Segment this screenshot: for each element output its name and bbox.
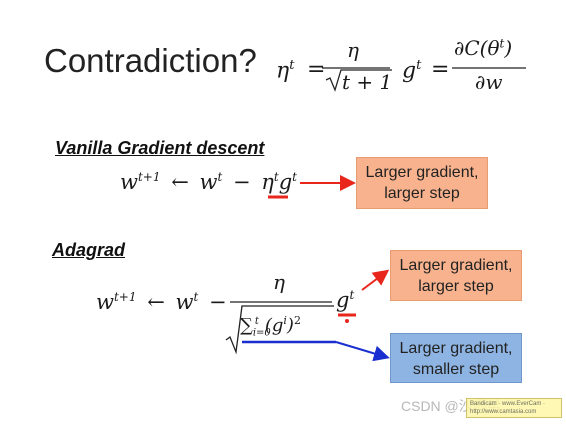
eta-numerator: η bbox=[347, 38, 359, 62]
adagrad-heading: Adagrad bbox=[52, 240, 126, 260]
adagrad-denominator: ∑i=0t(gi)2 bbox=[240, 314, 301, 339]
eta-equals: = bbox=[307, 57, 326, 82]
adagrad-blue-arrow bbox=[335, 341, 390, 362]
adagrad-g: gt bbox=[336, 288, 355, 312]
adagrad-larger-step-box: Larger gradient, larger step bbox=[390, 250, 522, 301]
g-numerator: ∂C(θt) bbox=[454, 36, 513, 60]
eta-denominator: t + 1 bbox=[342, 70, 393, 94]
eta-lhs: ηt bbox=[276, 58, 295, 84]
vanilla-heading: Vanilla Gradient descent bbox=[55, 138, 265, 158]
adagrad-g-dot bbox=[345, 319, 349, 323]
vanilla-formula: wt+1 ← wt − ηtgt bbox=[120, 170, 297, 194]
adagrad-numerator: η bbox=[273, 270, 285, 294]
adagrad-smaller-step-box: Larger gradient, smaller step bbox=[390, 333, 522, 383]
recorder-sticker: Bandicam · www.EverCam · http://www.camt… bbox=[466, 398, 562, 418]
slide-title: Contradiction? bbox=[44, 42, 257, 79]
g-denominator: ∂w bbox=[475, 70, 503, 94]
g-lhs: gt bbox=[402, 58, 422, 84]
eta-sqrt-sign bbox=[325, 69, 392, 92]
vanilla-explanation-box: Larger gradient, larger step bbox=[356, 157, 488, 209]
adagrad-red-arrow bbox=[361, 269, 390, 291]
g-equals: = bbox=[431, 57, 450, 82]
adagrad-formula-lhs: wt+1 ← wt − bbox=[96, 290, 227, 314]
adagrad-sqrt-sign bbox=[225, 305, 334, 355]
